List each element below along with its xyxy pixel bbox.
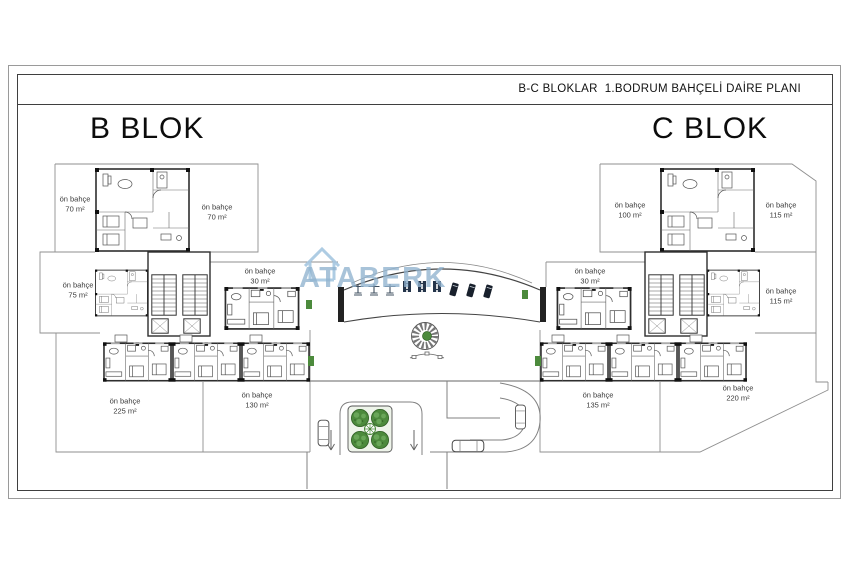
planter-icon: [306, 300, 312, 309]
wall-cap: [540, 287, 546, 322]
b-blok-building: [95, 168, 314, 382]
tree-planter: [347, 405, 393, 453]
drawing-title: B-C BLOKLAR 1.BODRUM BAHÇELİ DAİRE PLANI: [17, 74, 833, 105]
apartment-unit: [95, 268, 148, 318]
sun-lounger-icon: [482, 283, 494, 299]
c-blok-building: [522, 168, 760, 382]
apartment-unit: [555, 287, 633, 330]
road-lines: [306, 381, 541, 489]
bench-icon: [409, 351, 445, 359]
terrace-marks: [114, 334, 263, 343]
apartment-unit: [103, 342, 172, 382]
staircase-icon: [648, 274, 674, 316]
apartment-unit: [660, 168, 755, 252]
wall-cap: [338, 287, 344, 322]
drawing-outer-frame: [8, 65, 841, 499]
planter-icon: [535, 356, 541, 366]
staircase-icon: [182, 274, 208, 316]
elevator-icon: [680, 318, 698, 334]
drawing-inner-frame: [17, 74, 833, 491]
tree-icon: [350, 408, 370, 428]
tree-icon: [370, 408, 390, 428]
staircase-icon: [151, 274, 177, 316]
common-area: [310, 262, 546, 382]
direction-arrows: [327, 430, 418, 451]
terrace-marks: [551, 334, 703, 343]
car-icon: [515, 404, 526, 430]
apartment-unit: [172, 342, 241, 382]
sun-lounger-icon: [448, 281, 460, 297]
car-icon: [451, 439, 485, 453]
tree-icon: [370, 430, 390, 450]
planter-icon: [308, 356, 314, 366]
apartment-unit: [609, 342, 678, 382]
staircase-icon: [679, 274, 705, 316]
elevator-icon: [648, 318, 666, 334]
ataberk-watermark: ATABERK: [299, 262, 447, 294]
planter-icon: [522, 290, 528, 299]
apartment-unit: [241, 342, 310, 382]
apartment-unit: [540, 342, 609, 382]
house-logo-icon: [303, 246, 341, 282]
tree-icon: [350, 430, 370, 450]
elevator-icon: [151, 318, 169, 334]
elevator-icon: [183, 318, 201, 334]
b-blok-title: B BLOK: [90, 112, 205, 145]
c-blok-title: C BLOK: [652, 112, 769, 145]
spiral-staircase-icon: [411, 322, 439, 350]
car-icon: [317, 419, 330, 447]
apartment-unit: [707, 268, 760, 318]
sun-lounger-icon: [465, 282, 477, 298]
apartment-unit: [678, 342, 747, 382]
driveway: [306, 381, 541, 489]
apartment-unit: [223, 287, 301, 330]
apartment-unit: [95, 168, 190, 252]
